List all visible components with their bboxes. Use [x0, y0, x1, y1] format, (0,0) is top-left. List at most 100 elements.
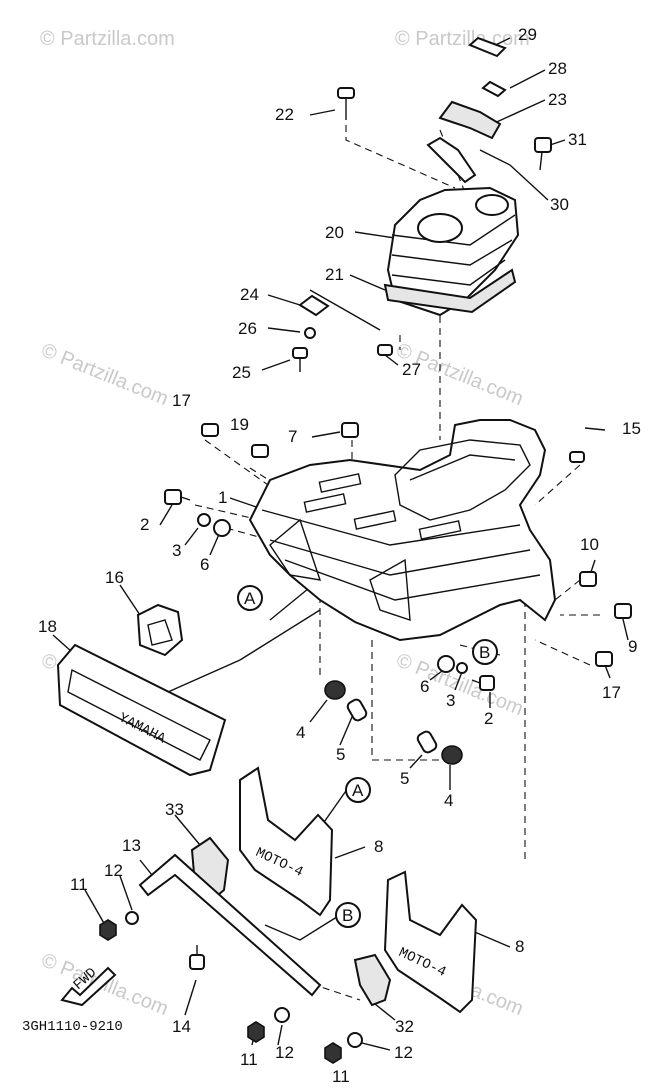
diagram-code: 3GH1110-9210 — [22, 1019, 123, 1035]
part-number: 30 — [550, 195, 569, 214]
nut — [247, 1021, 265, 1043]
part-number: 23 — [548, 90, 567, 109]
part-number: 26 — [238, 319, 257, 338]
part-number: 8 — [515, 937, 524, 956]
grommet — [341, 422, 359, 438]
light-bracket — [438, 100, 502, 140]
bolt — [471, 675, 495, 691]
washer — [347, 1032, 363, 1048]
part-number: 5 — [400, 769, 409, 788]
part-number: 17 — [602, 683, 621, 702]
part-number: 15 — [622, 419, 641, 438]
mudflap-right: MOTO-4 — [383, 870, 478, 1014]
svg-text:A: A — [244, 589, 256, 608]
part-number: 17 — [172, 391, 191, 410]
part-number: 6 — [200, 555, 209, 574]
part-number: 11 — [70, 875, 88, 894]
small-plate — [481, 80, 507, 98]
part-number: 20 — [325, 223, 344, 242]
nut — [99, 919, 117, 941]
part-number: 7 — [288, 427, 297, 446]
part-number: 31 — [568, 130, 587, 149]
bolt — [201, 423, 219, 437]
reflector: YAMAHA — [56, 643, 227, 777]
part-number: 32 — [395, 1017, 414, 1036]
part-number: 29 — [518, 25, 537, 44]
part-number: 12 — [104, 861, 123, 880]
part-number: 12 — [275, 1043, 294, 1062]
part-number: 9 — [628, 637, 637, 656]
part-number: 10 — [580, 535, 599, 554]
part-number: 33 — [165, 800, 184, 819]
part-number: 21 — [325, 265, 344, 284]
bolt — [569, 451, 585, 463]
part-number: 2 — [484, 709, 493, 728]
lock-washer — [456, 662, 468, 674]
part-number: 28 — [548, 59, 567, 78]
watermark: © Partzilla.com — [395, 28, 530, 50]
part-number: 8 — [374, 837, 383, 856]
part-number: 11 — [240, 1050, 258, 1069]
collar — [346, 698, 368, 722]
watermark: © Partzilla.com — [40, 28, 175, 50]
part-number: 24 — [240, 285, 259, 304]
screw — [377, 344, 393, 356]
headlight-housing — [386, 186, 520, 317]
svg-text:B: B — [342, 906, 353, 925]
part-number: 25 — [232, 363, 251, 382]
callout-a: A — [237, 585, 263, 611]
bracket-plate — [468, 36, 507, 58]
bolt — [579, 571, 597, 587]
mudflap-bracket — [353, 953, 392, 1007]
callout-b: B — [335, 902, 361, 928]
collar — [416, 730, 438, 754]
part-number: 16 — [105, 568, 124, 587]
grommet — [441, 745, 463, 765]
lower-housing — [383, 268, 517, 314]
bolt — [189, 945, 205, 970]
part-number: 12 — [394, 1043, 413, 1062]
nut — [324, 1042, 342, 1064]
part-number: 5 — [336, 745, 345, 764]
part-number: 1 — [218, 488, 227, 507]
reflector-housing — [136, 603, 184, 657]
bolt — [164, 489, 191, 505]
part-number: 14 — [172, 1017, 191, 1036]
part-number: 4 — [296, 723, 305, 742]
part-number: 3 — [446, 691, 455, 710]
washer — [274, 1007, 290, 1023]
part-number: 4 — [444, 791, 453, 810]
front-fender — [248, 419, 557, 642]
clip — [298, 294, 330, 317]
mudflap-left: MOTO-4 — [239, 766, 334, 917]
watermark: © Partzilla.com — [393, 649, 526, 720]
stay — [426, 136, 477, 184]
bolt — [534, 137, 552, 171]
washer — [437, 655, 455, 673]
screw — [337, 87, 355, 120]
lock-washer — [197, 513, 211, 527]
washer — [213, 519, 231, 537]
part-number: 18 — [38, 617, 57, 636]
washer — [304, 327, 316, 339]
part-number: 22 — [275, 105, 294, 124]
screw — [292, 347, 308, 372]
bolt — [251, 444, 269, 458]
callout-a: A — [345, 777, 371, 803]
part-number: 19 — [230, 415, 249, 434]
part-number: 13 — [122, 836, 141, 855]
callout-b: B — [472, 639, 498, 665]
bolt — [614, 603, 632, 619]
part-number: 11 — [332, 1067, 350, 1086]
svg-text:B: B — [479, 643, 490, 662]
part-number: 3 — [172, 541, 181, 560]
part-number: 6 — [420, 677, 429, 696]
part-labels: 29 28 23 22 31 30 20 21 24 26 25 27 17 1… — [38, 25, 641, 1086]
stay-bar — [138, 853, 322, 997]
watermark: © Partzilla.com — [38, 339, 171, 410]
svg-text:A: A — [352, 781, 364, 800]
part-number: 27 — [402, 360, 421, 379]
washer — [125, 911, 139, 925]
bolt — [595, 651, 613, 667]
